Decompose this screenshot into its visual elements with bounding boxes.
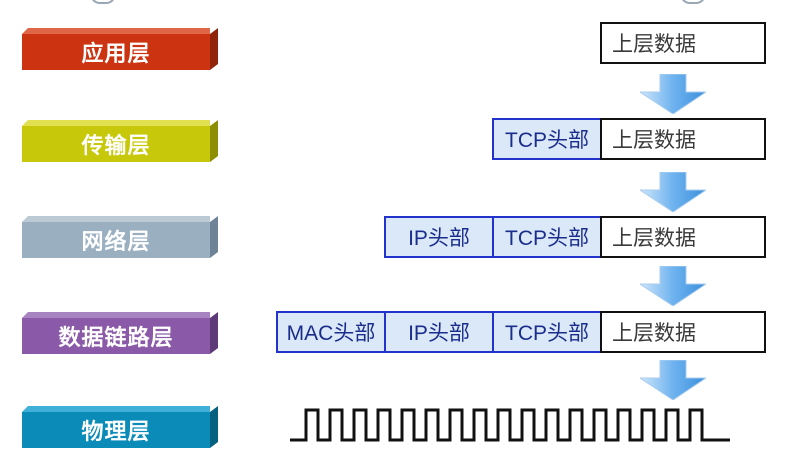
layer-label-transport: 传输层 bbox=[22, 126, 210, 162]
mac-header-box: MAC头部 bbox=[276, 311, 386, 353]
layer-block-side bbox=[210, 216, 218, 258]
layer-block-side bbox=[210, 406, 218, 448]
down-arrow-icon bbox=[640, 74, 706, 114]
layer-label-network: 网络层 bbox=[22, 222, 210, 258]
square-wave-path bbox=[290, 408, 730, 442]
ip-header-box: IP头部 bbox=[384, 311, 494, 353]
down-arrow-icon bbox=[640, 360, 706, 400]
layer-block-top bbox=[22, 312, 210, 318]
decorative-arc bbox=[680, 0, 706, 4]
layer-transport: 传输层 bbox=[22, 120, 218, 162]
layer-block-side bbox=[210, 28, 218, 70]
layer-block-side bbox=[210, 312, 218, 354]
layer-datalink: 数据链路层 bbox=[22, 312, 218, 354]
tcp-header-box: TCP头部 bbox=[492, 118, 602, 160]
upper-data-box: 上层数据 bbox=[600, 22, 766, 64]
layer-network: 网络层 bbox=[22, 216, 218, 258]
down-arrow-icon bbox=[640, 172, 706, 212]
layer-label-datalink: 数据链路层 bbox=[22, 318, 210, 354]
upper-data-box: 上层数据 bbox=[600, 118, 766, 160]
upper-data-box: 上层数据 bbox=[600, 216, 766, 258]
layer-block-top bbox=[22, 406, 210, 412]
tcp-header-box: TCP头部 bbox=[492, 311, 602, 353]
layer-label-application: 应用层 bbox=[22, 34, 210, 70]
layer-block-top bbox=[22, 120, 210, 126]
layer-label-physical: 物理层 bbox=[22, 412, 210, 448]
layer-physical: 物理层 bbox=[22, 406, 218, 448]
layer-application: 应用层 bbox=[22, 28, 218, 70]
layer-block-top bbox=[22, 216, 210, 222]
down-arrow-icon bbox=[640, 266, 706, 306]
decorative-arc bbox=[90, 0, 116, 4]
layer-block-side bbox=[210, 120, 218, 162]
upper-data-box: 上层数据 bbox=[600, 311, 766, 353]
layer-block-top bbox=[22, 28, 210, 34]
ip-header-box: IP头部 bbox=[384, 216, 494, 258]
tcp-header-box: TCP头部 bbox=[492, 216, 602, 258]
square-wave-signal bbox=[290, 408, 730, 442]
